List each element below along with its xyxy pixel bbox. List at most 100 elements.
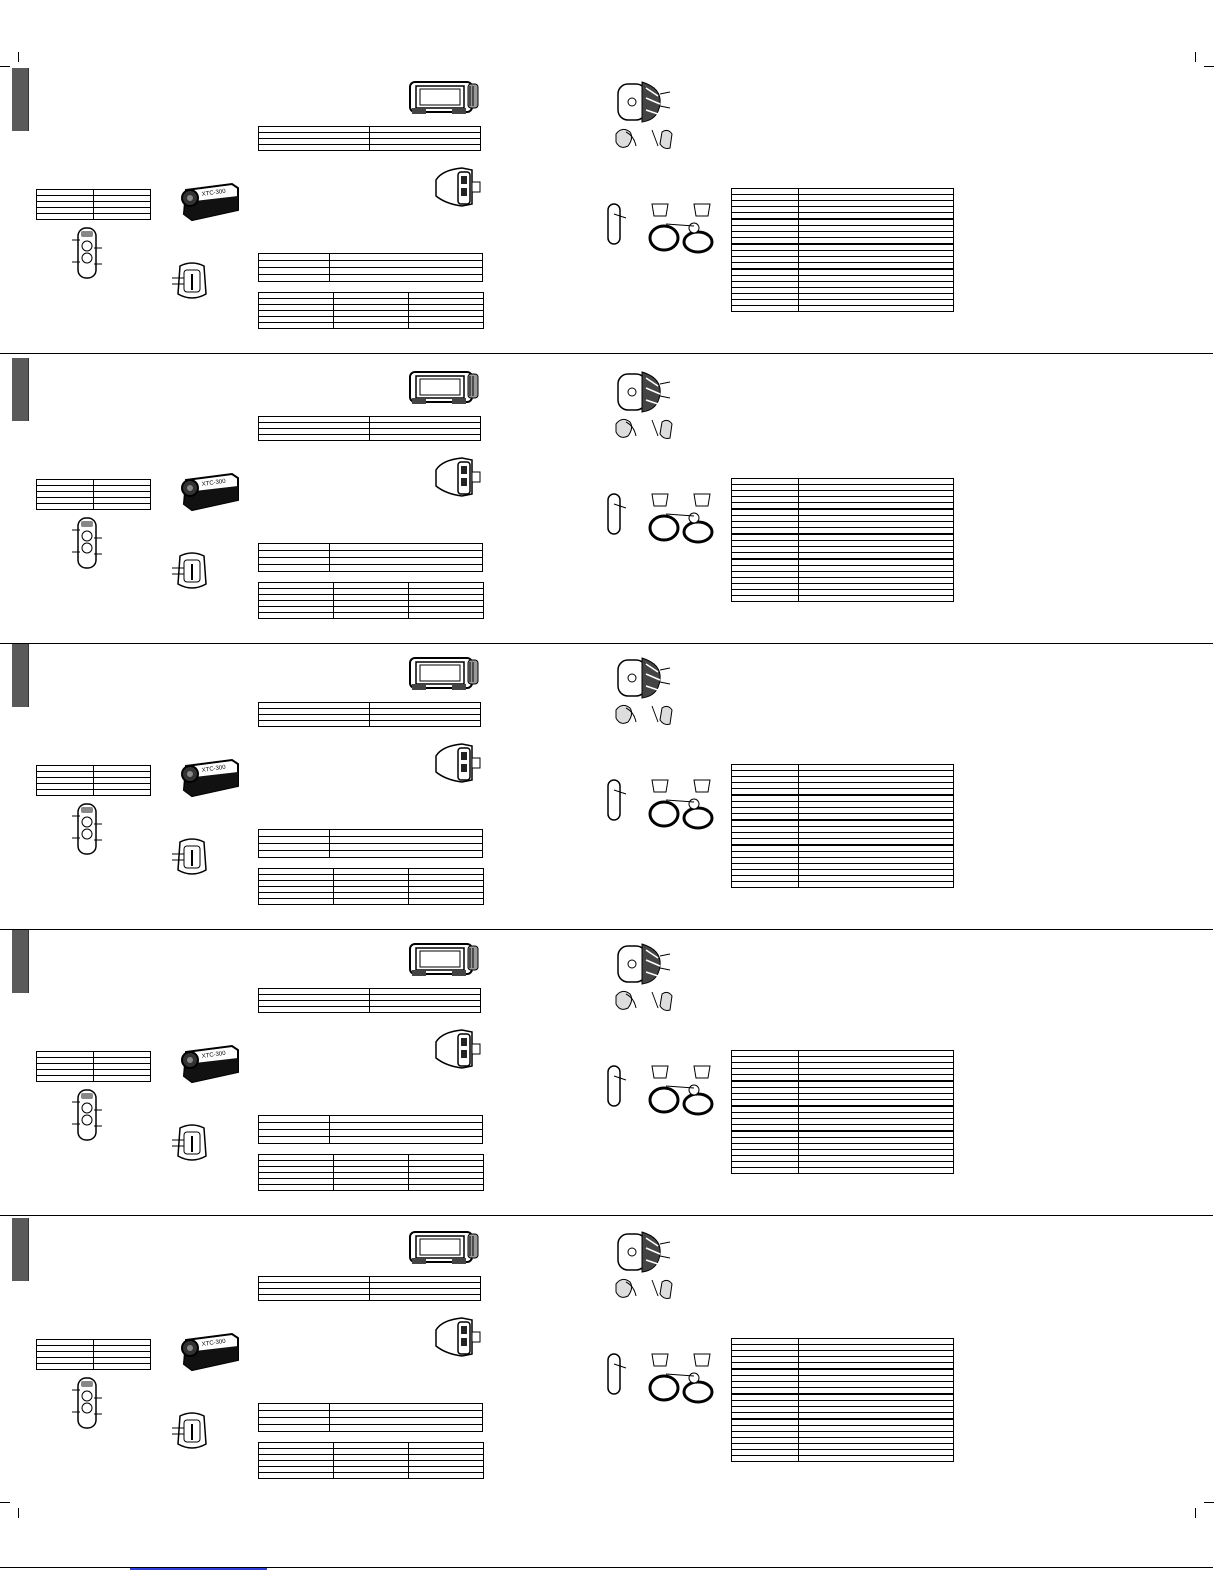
table-cell (798, 1406, 954, 1413)
spec-table (258, 988, 481, 1013)
table-row (731, 1068, 954, 1075)
panel-separator (0, 929, 1213, 930)
table-row (258, 1129, 483, 1137)
table-row (258, 543, 483, 551)
table-row (731, 521, 954, 528)
instruction-panel: XTC-300 (0, 1212, 1225, 1499)
section-tab (12, 644, 29, 707)
table-cell (798, 1167, 954, 1174)
table-cell (798, 1118, 954, 1125)
table-cell (258, 1403, 330, 1411)
camera-side-icon (432, 166, 484, 215)
table-cell (798, 832, 954, 839)
table-cell (798, 807, 954, 814)
table-cell (258, 1006, 370, 1013)
table-cell (329, 267, 483, 275)
spec-table (731, 478, 954, 602)
table-row (731, 1381, 954, 1388)
camera-side-icon (432, 1028, 484, 1077)
instruction-panel: XTC-300 (0, 924, 1225, 1216)
remote-control-icon (72, 802, 104, 863)
clip-mount-icon (612, 1274, 694, 1309)
camera-body-icon: XTC-300 (180, 470, 244, 519)
table-cell (329, 1136, 483, 1144)
table-cell (258, 843, 330, 851)
strap-mount-icon (648, 492, 716, 553)
remote-clip-icon (604, 200, 632, 255)
table-row (731, 1118, 954, 1125)
clip-mount-icon (612, 700, 694, 735)
table-row (258, 843, 483, 851)
svg-text:XTC-300: XTC-300 (201, 479, 226, 488)
table-cell (333, 1184, 409, 1191)
clip-mount-icon (612, 414, 694, 449)
table-cell (36, 1075, 94, 1082)
table-cell (408, 612, 484, 619)
table-row (258, 1294, 481, 1301)
crop-mark-tl-v (18, 52, 19, 62)
footer-rule (0, 1567, 1213, 1568)
remote-clip-icon (604, 1350, 632, 1405)
table-row (258, 612, 484, 619)
camera-body-icon: XTC-300 (180, 756, 244, 805)
spec-table (36, 189, 151, 220)
camera-body-icon: XTC-300 (180, 180, 244, 229)
table-row (731, 1406, 954, 1413)
table-cell (329, 274, 483, 282)
table-cell (329, 550, 483, 558)
remote-control-icon (72, 1376, 104, 1437)
table-row (258, 836, 483, 844)
table-cell (798, 256, 954, 263)
remote-clip-icon (604, 1062, 632, 1117)
table-row (258, 1006, 481, 1013)
camera-back-icon (172, 550, 212, 599)
table-row (731, 832, 954, 839)
camera-back-icon (172, 260, 212, 309)
camera-dock-icon (408, 1228, 480, 1273)
table-cell (731, 595, 799, 602)
helmet-mount-icon (612, 940, 674, 995)
table-row (258, 1424, 483, 1432)
table-row (258, 557, 483, 565)
table-row (258, 1403, 483, 1411)
table-row (731, 546, 954, 553)
remote-clip-icon (604, 776, 632, 831)
table-cell (333, 1472, 409, 1479)
spec-table (258, 292, 484, 329)
svg-text:XTC-300: XTC-300 (201, 1339, 226, 1348)
panel-separator (0, 1215, 1213, 1216)
table-cell (798, 305, 954, 312)
crop-mark-tl-h (0, 66, 10, 67)
table-cell (798, 496, 954, 503)
table-row (731, 231, 954, 238)
table-row (731, 881, 954, 888)
crop-mark-bl-v (18, 1508, 19, 1518)
table-cell (258, 1417, 330, 1425)
table-cell (258, 720, 370, 727)
table-row (731, 1455, 954, 1462)
strap-mount-icon (648, 1064, 716, 1125)
camera-body-icon: XTC-300 (180, 1330, 244, 1379)
table-row (258, 434, 481, 441)
panel-separator (0, 353, 1213, 354)
spec-table (36, 479, 151, 510)
spec-table (731, 1338, 954, 1462)
crop-mark-tr-v (1195, 52, 1196, 62)
footer-link[interactable] (130, 1568, 267, 1570)
table-cell (408, 1184, 484, 1191)
camera-body-icon: XTC-300 (180, 1042, 244, 1091)
crop-mark-tr-h (1204, 66, 1214, 67)
table-row (731, 305, 954, 312)
table-row (258, 550, 483, 558)
table-cell (258, 898, 334, 905)
spec-table (36, 765, 151, 796)
table-cell (798, 546, 954, 553)
instruction-panel: XTC-300 (0, 62, 1225, 354)
table-row (258, 564, 483, 572)
table-row (36, 503, 151, 510)
table-cell (798, 595, 954, 602)
camera-dock-icon (408, 940, 480, 985)
spec-table (258, 868, 484, 905)
table-cell (258, 1115, 330, 1123)
table-row (258, 1410, 483, 1418)
